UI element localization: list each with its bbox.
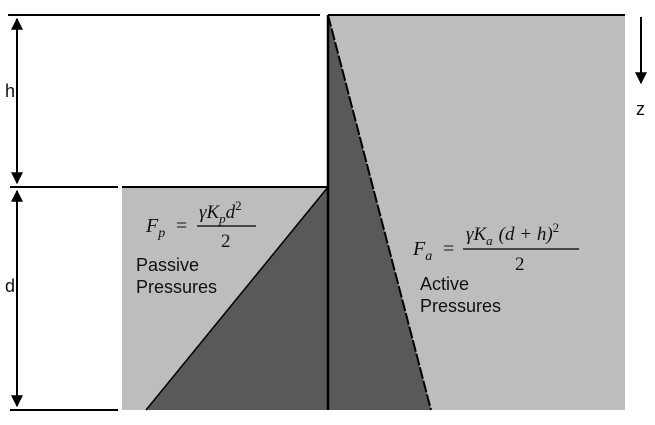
- passive-pressures-label-line1: Passive: [136, 255, 199, 275]
- svg-text:Fa: Fa: [412, 238, 432, 264]
- active-eq-subscript: a: [425, 249, 432, 264]
- active-force-equation: Fa = γKa(d + h)2 2: [412, 220, 579, 275]
- active-eq-equals: =: [443, 238, 454, 260]
- active-eq-numerator-tail: (d + h): [499, 224, 553, 245]
- passive-eq-subscript: p: [157, 226, 165, 241]
- active-pressures-label-line1: Active: [420, 274, 469, 294]
- active-pressures-label-line2: Pressures: [420, 296, 501, 316]
- d-label: d: [5, 276, 15, 296]
- active-pressure-edge: [327, 14, 432, 411]
- passive-eq-equals: =: [176, 215, 187, 237]
- z-label: z: [636, 99, 645, 119]
- svg-text:γKa(d + h)2: γKa (d + h)2: [466, 220, 559, 248]
- h-label: h: [5, 81, 15, 101]
- passive-eq-denominator: 2: [221, 231, 231, 252]
- active-eq-symbol: F: [412, 238, 426, 260]
- active-eq-numerator-subscript: a: [486, 233, 493, 248]
- svg-text:Fp: Fp: [145, 215, 165, 241]
- active-eq-numerator: γK: [466, 224, 487, 245]
- active-eq-numerator-power: 2: [553, 220, 560, 235]
- passive-eq-numerator-power: 2: [235, 198, 242, 213]
- passive-force-equation: Fp = γKpd2 2: [145, 198, 256, 252]
- passive-pressures-label-line2: Pressures: [136, 277, 217, 297]
- passive-eq-symbol: F: [145, 215, 159, 237]
- passive-eq-numerator-subscript: p: [218, 211, 226, 226]
- svg-text:γKpd2: γKpd2: [199, 198, 242, 226]
- active-eq-denominator: 2: [515, 254, 525, 275]
- passive-pressure-edge: [145, 186, 329, 411]
- passive-eq-numerator-tail: d: [226, 202, 236, 223]
- passive-eq-numerator: γK: [199, 202, 220, 223]
